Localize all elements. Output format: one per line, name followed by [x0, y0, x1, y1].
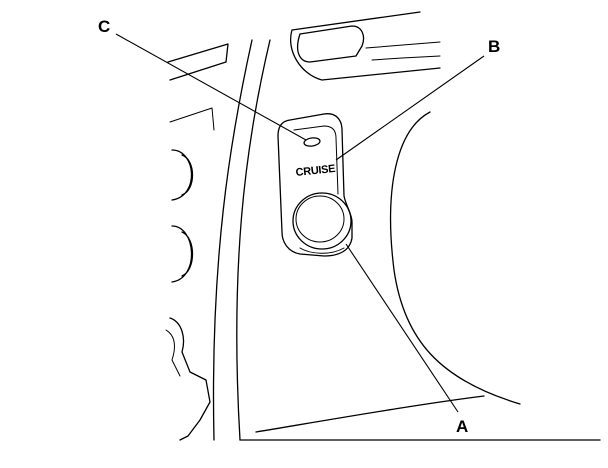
panel-edge-upper-left [167, 43, 229, 81]
panel-right-housing [389, 111, 521, 405]
vent-slot-upper [296, 25, 365, 63]
callout-label-c: C [98, 17, 110, 36]
panel-bottom-sweep [255, 395, 485, 433]
cruise-switch-assembly: CRUISE [277, 113, 353, 257]
switch-body-outline [277, 113, 353, 257]
vent-bezel [290, 11, 441, 81]
callout-label-b: B [488, 37, 500, 56]
vent-slot-lines [365, 41, 441, 61]
leader-lines [115, 33, 485, 413]
main-switch-knob-shadow [299, 247, 345, 254]
leader-line-b [335, 55, 485, 161]
panel-curve-inner [236, 39, 271, 441]
switch-label: CRUISE [295, 163, 336, 179]
knob-lower-left [171, 225, 194, 283]
main-switch-knob-rim [295, 195, 345, 243]
indicator-lamp [303, 137, 321, 147]
leader-line-a [345, 243, 459, 413]
dashboard-panel [165, 11, 601, 441]
knob-upper-left [171, 149, 194, 201]
switch-body-bezel [293, 125, 339, 195]
panel-curve-outer [212, 39, 253, 441]
panel-lower-bracket-inner [165, 329, 181, 377]
callout-label-a: A [456, 417, 468, 436]
panel-edge-left-ridge [169, 107, 215, 131]
leader-line-c [115, 33, 307, 141]
main-switch-knob [292, 192, 352, 250]
panel-lower-bracket [169, 317, 211, 441]
